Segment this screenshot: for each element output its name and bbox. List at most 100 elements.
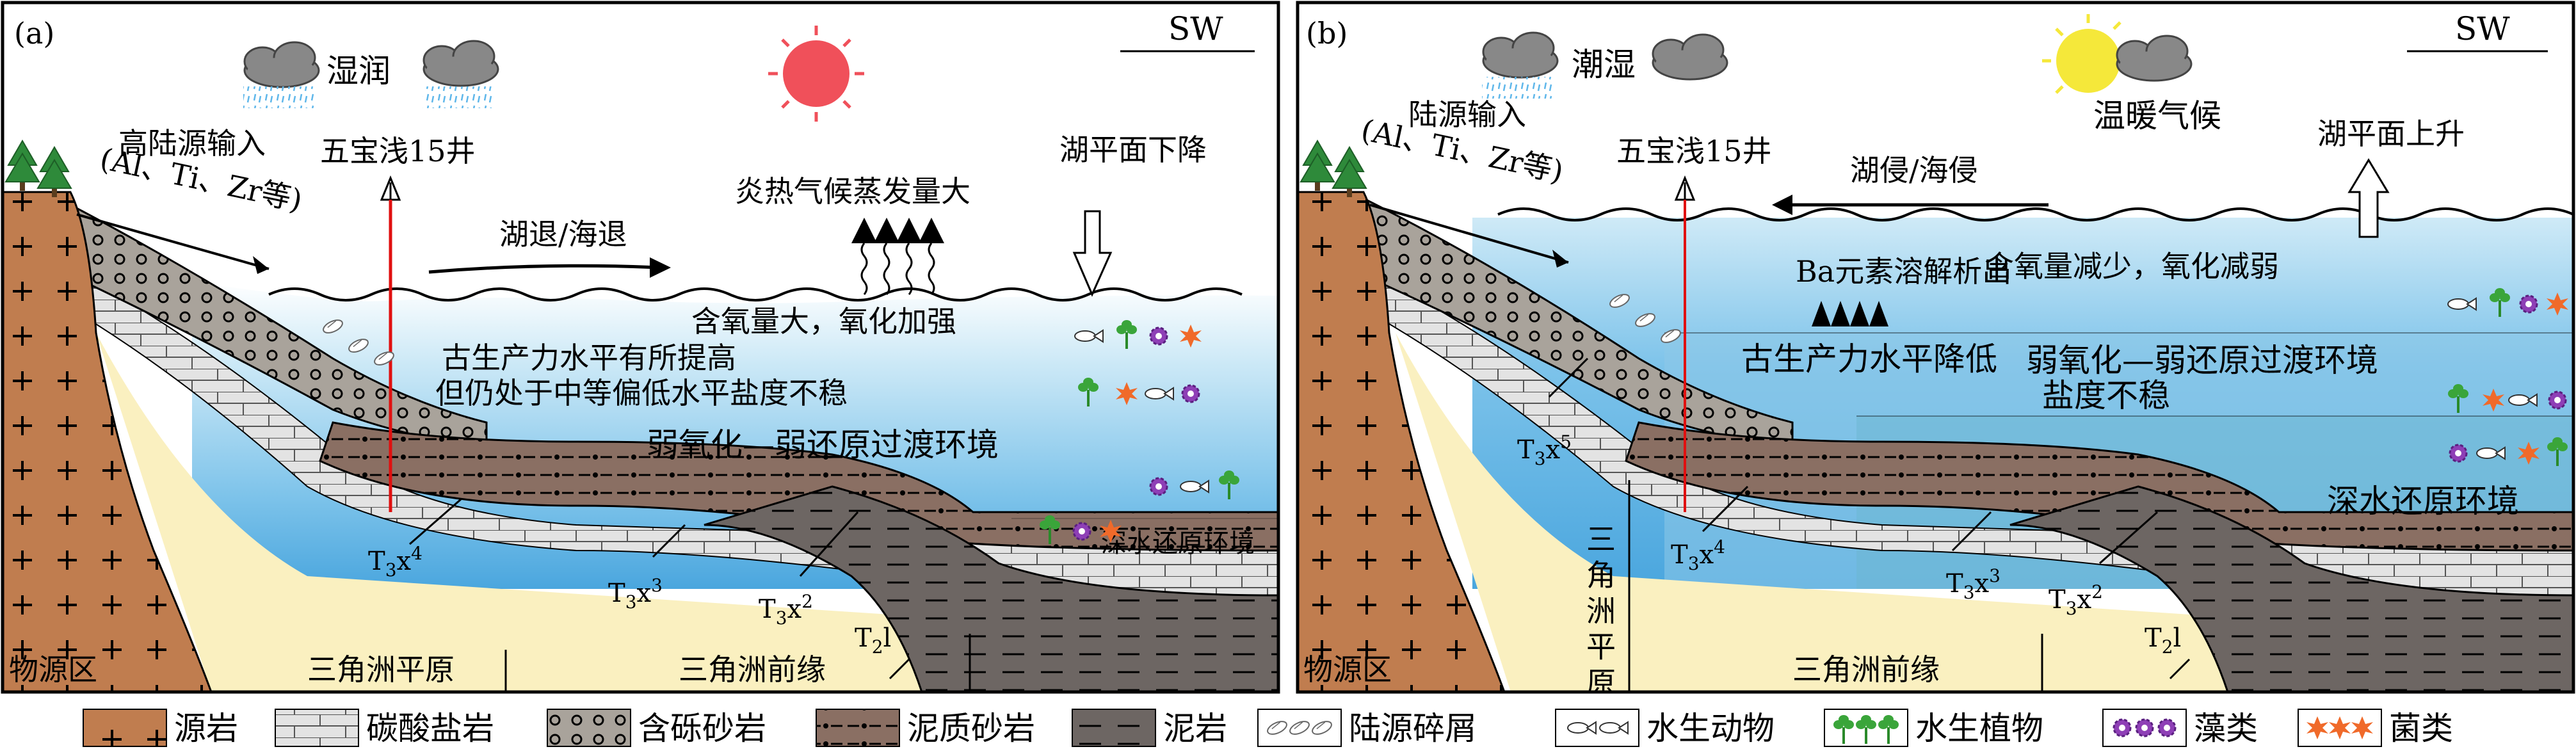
lake-movement-label: 湖侵/海侵 — [1850, 153, 1978, 188]
zone-label: 物源区 — [9, 652, 97, 687]
zone-label: 三角洲前缘 — [1792, 652, 1940, 687]
strata-label: T3x3 — [608, 575, 663, 613]
strata-label: T2l — [855, 623, 891, 657]
legend-item: 含砾砂岩 — [547, 709, 766, 747]
water-surface-a — [268, 287, 1243, 302]
zone-label: 三角洲前缘 — [679, 652, 826, 687]
panel-b-frame — [1296, 1, 2575, 694]
source-arrow — [76, 213, 270, 270]
water-surface-b — [1497, 207, 2573, 221]
conglomerate-layer-a — [69, 203, 488, 449]
source-arrow — [1369, 204, 1569, 264]
algae-icon — [2449, 444, 2468, 463]
mudstone-layer-a — [704, 485, 1278, 692]
ba-note-label: Ba元素溶解析出 — [1796, 254, 2011, 289]
weather-label: 潮湿 — [1572, 46, 1636, 83]
strata-label: T3x4 — [1671, 536, 1725, 574]
legend-label: 碳酸盐岩 — [366, 710, 494, 747]
algae-icon — [2548, 390, 2567, 410]
strata-label: T3x2 — [759, 591, 813, 629]
cloud-icon — [2116, 35, 2193, 82]
strata-label: T3x2 — [2049, 581, 2103, 619]
sun-icon — [768, 26, 864, 122]
lake-level-label: 湖平面下降 — [1059, 133, 1207, 167]
panel-b: 潮湿 温暖气候 SW (b) 五宝浅15井 陆源输入 (Al、Ti、Zr等) — [1298, 3, 2573, 703]
compass-label: SW — [1168, 10, 1223, 47]
legend-label: 菌类 — [2389, 710, 2453, 747]
delta-sand-a — [96, 333, 1278, 692]
panel-label: (b) — [1306, 16, 1348, 51]
legend-label: 源岩 — [174, 710, 238, 747]
circle-pattern-icon — [547, 709, 631, 747]
source-rock-b — [1298, 191, 1506, 692]
strata-arrows — [1548, 357, 2191, 680]
legend-item: 泥岩 — [1072, 709, 1227, 747]
salinity-label: 盐度不稳 — [2042, 377, 2170, 414]
delta-sand-b — [1396, 333, 2573, 692]
oxygen-label: 含氧量减少，氧化减弱 — [1984, 249, 2279, 284]
compass-label: SW — [2455, 10, 2510, 47]
legend-label: 陆源碎屑 — [1349, 710, 1477, 747]
environment-label: 弱氧化—弱还原过渡环境 — [647, 426, 999, 463]
source-rock-a — [3, 191, 213, 692]
productivity-label: 古生产力水平降低 — [1741, 341, 1997, 378]
legend-label: 藻类 — [2194, 710, 2258, 747]
cloud-icon — [243, 41, 320, 108]
strata-label: T2l — [2145, 623, 2181, 657]
legend-item: 陆源碎屑 — [1257, 709, 1477, 747]
algae-icon — [2519, 294, 2538, 314]
weather-label: 湿润 — [326, 52, 390, 90]
legend-item: 碳酸盐岩 — [275, 709, 494, 747]
legend-label: 泥岩 — [1163, 710, 1227, 747]
panel-a-frame — [1, 1, 1280, 694]
cloud-icon — [1652, 33, 1728, 81]
legend-label: 水生动物 — [1646, 710, 1775, 747]
legend-item: 水生动物 — [1555, 709, 1775, 747]
well-icon — [1674, 175, 1696, 512]
lake-movement-label: 湖退/海退 — [499, 217, 627, 252]
dissolution-arrows-icon — [1812, 301, 1888, 326]
source-input-label: 高陆源输入 — [118, 126, 266, 161]
algae-icon — [1072, 522, 1091, 541]
up-arrow-icon — [2347, 158, 2390, 238]
deep-environment-label: 深水还原环境 — [1101, 529, 1255, 558]
deep-environment-label: 深水还原环境 — [2327, 483, 2519, 520]
source-input-label: 陆源输入 — [1408, 97, 1526, 132]
lake-retreat-arrow — [428, 264, 660, 274]
algae-icon — [1149, 326, 1168, 346]
dash-pattern-icon — [1072, 709, 1156, 747]
down-arrow-icon — [1072, 210, 1113, 297]
sun-icon — [2042, 14, 2121, 94]
panel-a: 湿润 SW (a) 五宝浅15井 高陆源输入 (Al、Ti、Zr等) — [3, 3, 1278, 692]
lake-level-label: 湖平面上升 — [2317, 117, 2465, 151]
legend-item: 菌类 — [2298, 709, 2453, 747]
strata-label: T3x4 — [368, 543, 423, 581]
zone-label: 物源区 — [1303, 652, 1392, 687]
muddy-sand-layer-a — [319, 421, 1278, 552]
legend-item: 泥质砂岩 — [816, 709, 1035, 747]
zone-label: 三角洲平原 — [307, 652, 455, 687]
legend-label: 泥质砂岩 — [907, 710, 1035, 747]
legend-label: 水生植物 — [1915, 710, 2043, 747]
zone-label-vertical: 三角洲平原 — [1582, 524, 1616, 703]
well-label: 五宝浅15井 — [320, 134, 476, 168]
muddy-sand-layer-b — [1625, 421, 2573, 552]
climate-label: 炎热气候蒸发量大 — [735, 174, 970, 209]
strata-arrows — [409, 498, 910, 680]
oxygen-label: 含氧量大，氧化加强 — [691, 304, 956, 339]
environment-label: 弱氧化—弱还原过渡环境 — [2026, 342, 2378, 379]
cloud-icon — [1482, 31, 1559, 99]
legend: 源岩 碳酸盐岩 含砾砂岩 泥质砂岩 泥岩 陆源碎屑 水生动物 — [83, 709, 2453, 747]
well-label: 五宝浅15井 — [1616, 134, 1772, 168]
legend-item: 水生植物 — [1824, 709, 2043, 747]
dash-dot-pattern-icon — [816, 709, 900, 747]
algae-icon — [1181, 384, 1200, 403]
climate-label: 温暖气候 — [2093, 97, 2221, 134]
brick-pattern-icon — [275, 709, 359, 747]
panel-label: (a) — [14, 16, 54, 51]
cloud-icon — [423, 40, 499, 108]
legend-item: 藻类 — [2102, 709, 2258, 747]
evaporation-arrows-icon — [851, 218, 944, 295]
legend-label: 含砾砂岩 — [638, 710, 766, 747]
